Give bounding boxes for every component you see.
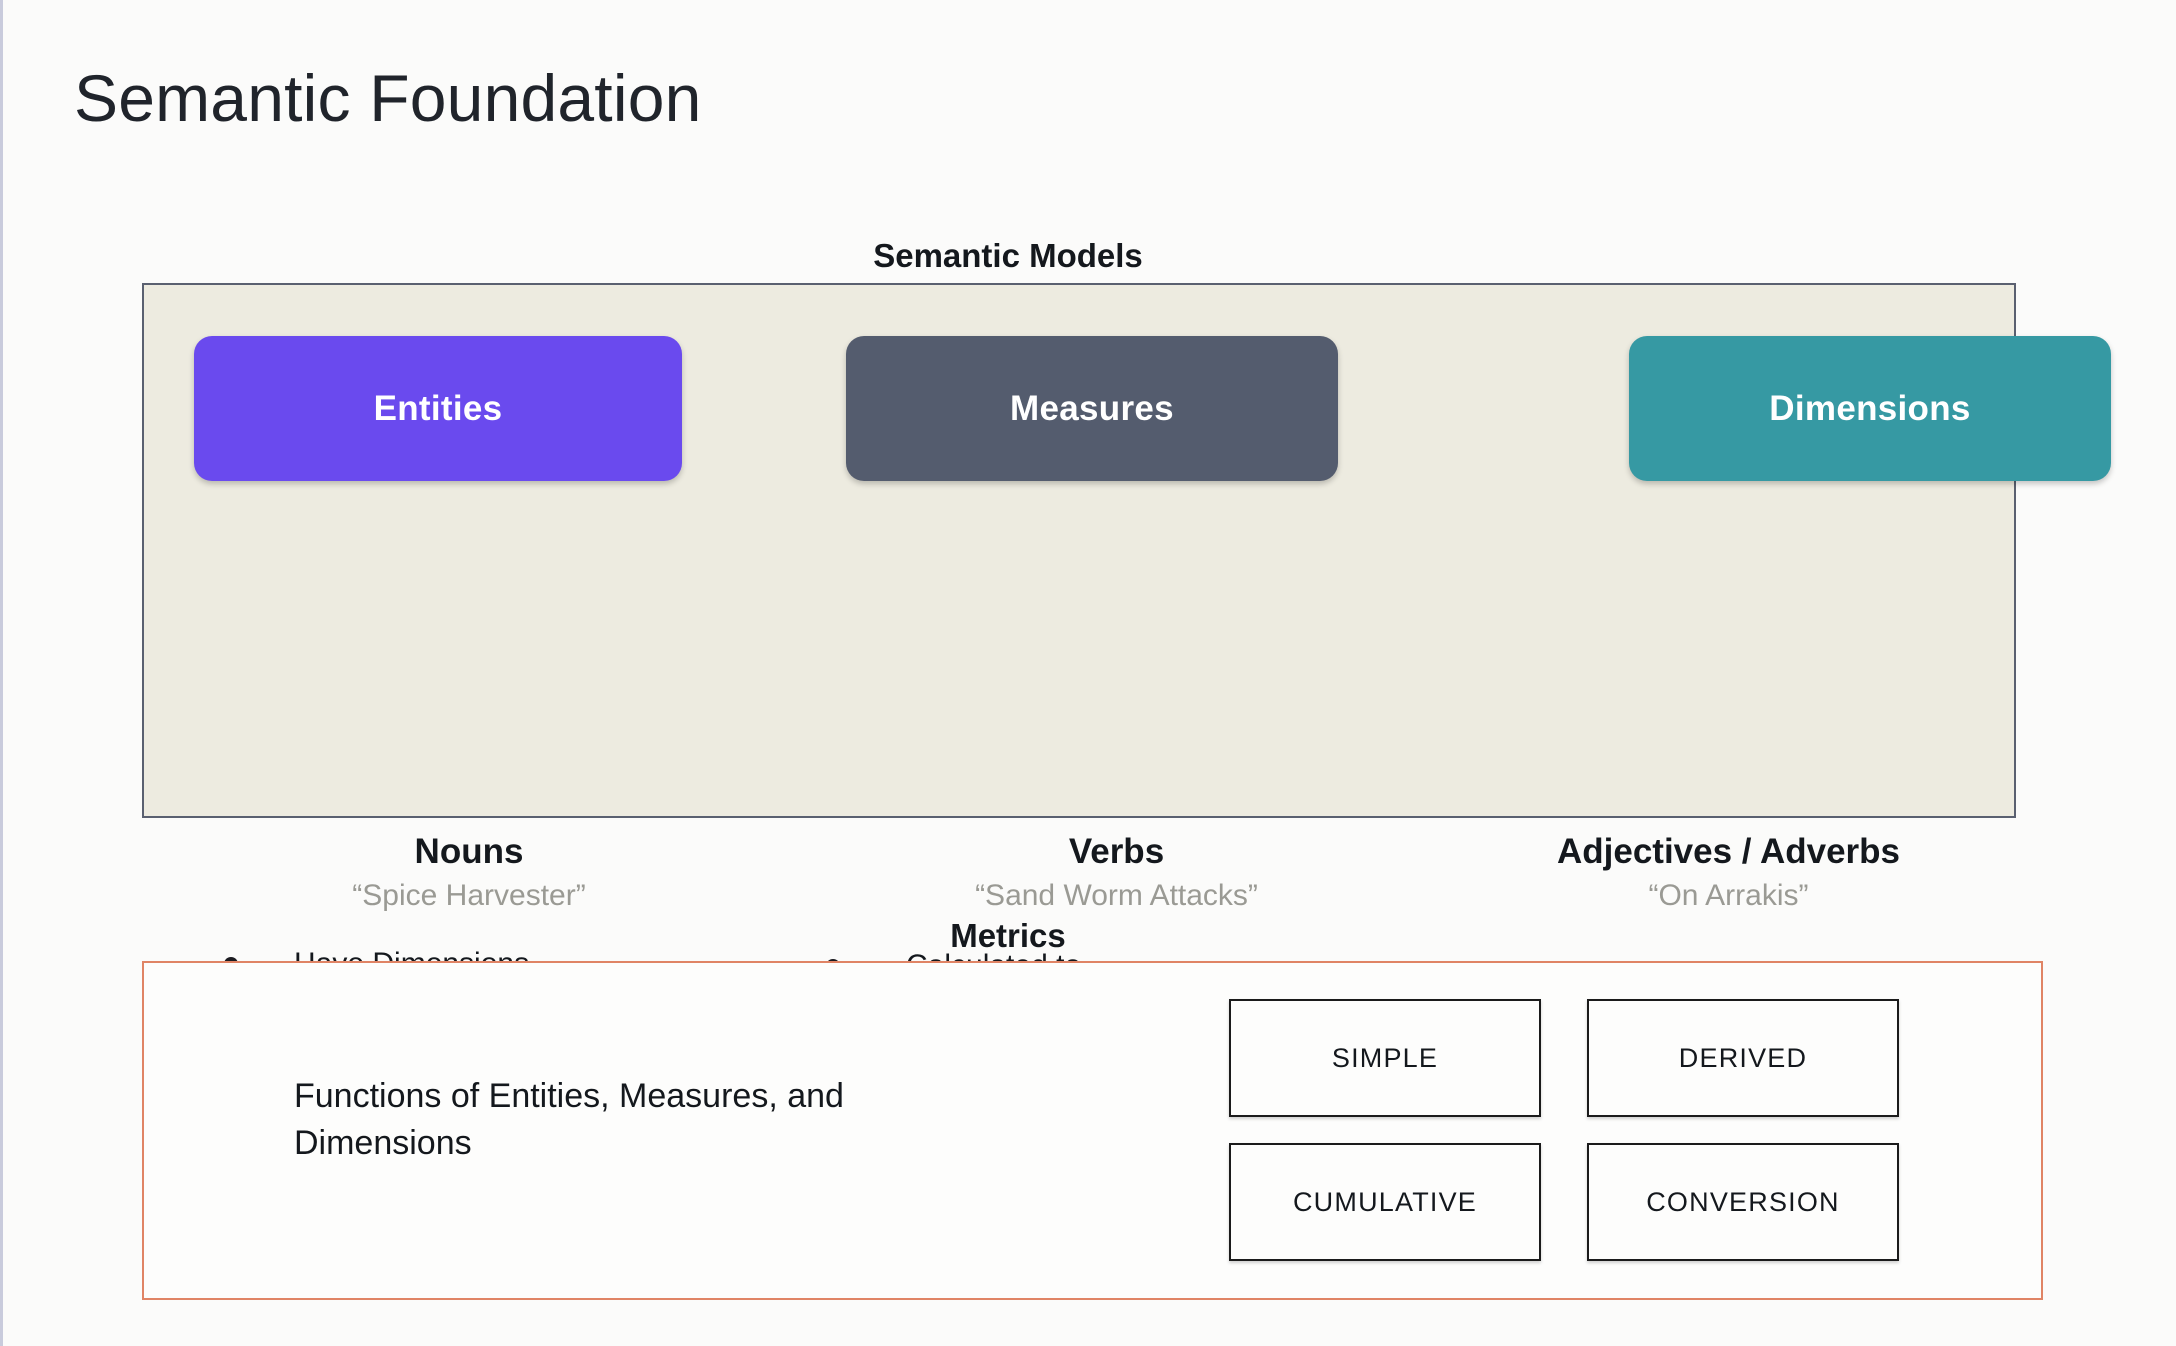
metric-type-cumulative[interactable]: CUMULATIVE — [1229, 1143, 1541, 1261]
semantic-column-measures: Measures Verbs “Sand Worm Attacks” Calcu… — [794, 285, 1439, 1023]
semantic-column-dimensions: Dimensions Adjectives / Adverbs “On Arra… — [1439, 285, 2111, 1033]
dimensions-example: “On Arrakis” — [1648, 879, 1809, 912]
entities-pill[interactable]: Entities — [194, 336, 682, 481]
metric-type-conversion[interactable]: CONVERSION — [1587, 1143, 1899, 1261]
metric-type-label: CONVERSION — [1646, 1186, 1840, 1217]
entities-pill-label: Entities — [373, 388, 503, 428]
dimensions-part-of-speech: Adjectives / Adverbs — [1556, 832, 1900, 871]
measures-pill[interactable]: Measures — [846, 336, 1338, 481]
dimensions-pill[interactable]: Dimensions — [1629, 336, 2111, 481]
measures-example: “Sand Worm Attacks” — [975, 879, 1258, 912]
metrics-heading: Metrics — [950, 917, 1066, 954]
entities-example: “Spice Harvester” — [352, 879, 586, 912]
measures-part-of-speech: Verbs — [1068, 832, 1165, 871]
entities-part-of-speech: Nouns — [414, 832, 524, 871]
measures-pill-label: Measures — [1010, 388, 1174, 428]
semantic-models-panel: Entities Nouns “Spice Harvester” Have Di… — [142, 283, 2111, 1033]
semantic-column-entities: Entities Nouns “Spice Harvester” Have Di… — [144, 285, 794, 1021]
metric-type-grid: SIMPLE DERIVED CUMULATIVE CONVERSION — [1229, 999, 1919, 1261]
metric-type-label: DERIVED — [1678, 1042, 1808, 1073]
metrics-panel: Functions of Entities, Measures, and Dim… — [142, 961, 2043, 1300]
metric-type-simple[interactable]: SIMPLE — [1229, 999, 1541, 1117]
metric-type-derived[interactable]: DERIVED — [1587, 999, 1899, 1117]
page-title: Semantic Foundation — [74, 61, 702, 135]
dimensions-pill-label: Dimensions — [1769, 388, 1971, 428]
metric-type-label: SIMPLE — [1331, 1042, 1439, 1073]
canvas-left-edge-rule — [0, 0, 3, 1346]
metrics-description: Functions of Entities, Measures, and Dim… — [294, 1077, 844, 1162]
semantic-models-heading: Semantic Models — [873, 237, 1143, 274]
metric-type-label: CUMULATIVE — [1292, 1186, 1478, 1217]
